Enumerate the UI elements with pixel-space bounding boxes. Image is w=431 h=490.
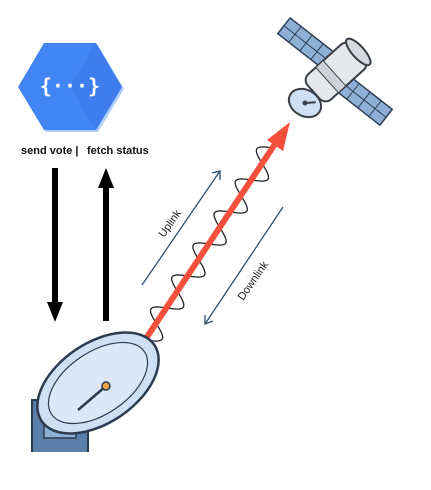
downlink-label: Downlink xyxy=(236,259,272,303)
fetch-status-label: fetch status xyxy=(87,145,149,157)
signal-arrow xyxy=(128,122,290,366)
send-vote-label: send vote | xyxy=(21,145,78,157)
fetch-status-arrow xyxy=(98,168,114,321)
uplink-arrow xyxy=(141,170,221,286)
satellite-icon xyxy=(276,16,394,127)
svg-text:{···}: {···} xyxy=(40,74,100,98)
uplink-label: Uplink xyxy=(157,207,185,239)
cloud-function-icon: {···} xyxy=(18,43,124,132)
ground-station-dish-icon xyxy=(0,331,431,490)
downlink-arrow xyxy=(204,206,284,325)
send-vote-arrow xyxy=(47,168,63,322)
